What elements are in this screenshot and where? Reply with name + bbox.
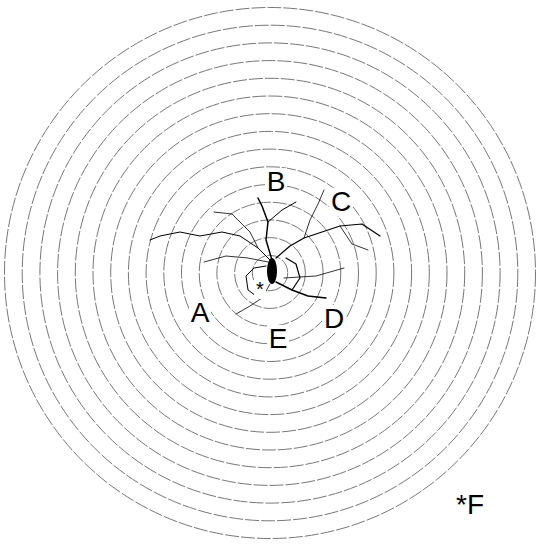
region-label: A (189, 299, 212, 327)
region-label: E (267, 325, 290, 353)
region-label: B (265, 168, 288, 196)
region-label: D (322, 305, 346, 333)
neuron-soma (267, 258, 277, 284)
region-label: * (254, 279, 266, 299)
sholl-circles (5, 8, 536, 539)
region-label: C (329, 188, 353, 216)
region-label: *F (454, 491, 486, 519)
